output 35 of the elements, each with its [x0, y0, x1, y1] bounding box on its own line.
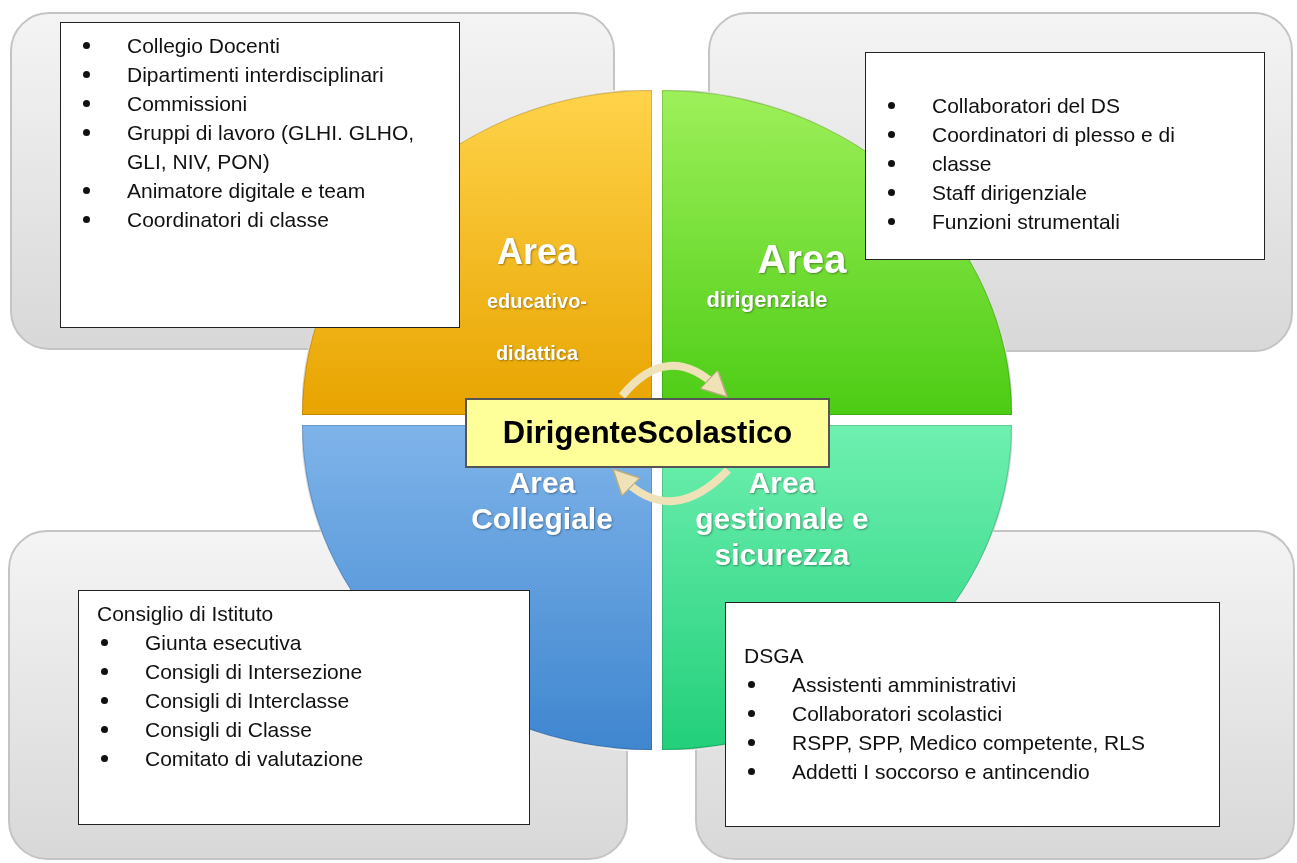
area-title: educativo- didattica [486, 289, 588, 366]
list-item: Consigli di Interclasse [145, 686, 519, 715]
list-heading: DSGA [744, 643, 805, 669]
list-item: Animatore digitale e team [127, 176, 449, 205]
list-item: Collaboratori scolastici [792, 699, 1209, 728]
list-heading: Consiglio di Istituto [97, 601, 275, 627]
list-item: Addetti I soccorso e antincendio [792, 757, 1209, 786]
text-box [78, 590, 530, 825]
list-item: classe [932, 149, 1254, 178]
list-item: Gruppi di lavoro (GLHI. GLHO, GLI, NIV, PON) [127, 118, 449, 176]
text-box [60, 22, 460, 328]
area-title: Area [495, 230, 579, 274]
list-item: Staff dirigenziale [932, 178, 1254, 207]
list-item: Coordinatori di plesso e di [932, 120, 1254, 149]
list-item: RSPP, SPP, Medico competente, RLS [792, 728, 1209, 757]
center-box: DirigenteScolastico [465, 398, 830, 468]
curved-arrow [619, 362, 729, 399]
list-item: Consigli di Classe [145, 715, 519, 744]
list-item: Collegio Docenti [127, 31, 449, 60]
list-item: Comitato di valutazione [145, 744, 519, 773]
list-item: Giunta esecutiva [145, 628, 519, 657]
area-title: Area [756, 236, 848, 283]
area-title: Area Collegiale [470, 465, 614, 537]
list-item: Funzioni strumentali [932, 207, 1254, 236]
text-box [725, 602, 1220, 827]
list-item: Commissioni [127, 89, 449, 118]
area-title: Area gestionale e sicurezza [694, 465, 870, 573]
area-title: dirigenziale [705, 287, 829, 314]
curved-arrow [611, 467, 731, 505]
list-item: Consigli di Intersezione [145, 657, 519, 686]
list-item: Collaboratori del DS [932, 91, 1254, 120]
text-box [865, 52, 1265, 260]
list-item: Dipartimenti interdisciplinari [127, 60, 449, 89]
list-item: Assistenti amministrativi [792, 670, 1209, 699]
list-item: Coordinatori di classe [127, 205, 449, 234]
